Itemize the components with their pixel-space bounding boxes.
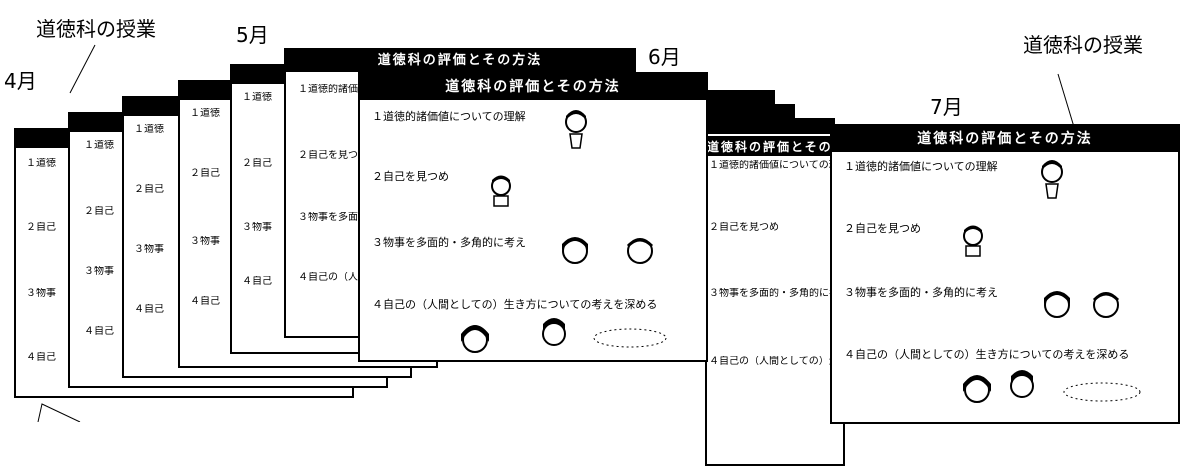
- card-item-1: １道徳: [84, 140, 114, 151]
- month-label-june: 6月: [648, 45, 681, 69]
- student-icon: [565, 110, 587, 149]
- card-july: 道徳科の評価とその方法 １道徳的諸価値についての理解 ２自己を見つめ ３物事を多…: [830, 124, 1180, 424]
- month-label-april: 4月: [4, 69, 37, 93]
- card-item-1: １道徳的諸価値についての理解: [844, 160, 998, 173]
- lesson-label-right: 道徳科の授業: [1023, 33, 1143, 57]
- student-icon: [963, 375, 991, 403]
- card-item-4: ４自己の（人間としての）生き方についての考えを深める: [372, 298, 658, 311]
- speech-bubble-icon: [593, 328, 667, 348]
- stack-card-june-front: 道徳科の評価とその方法 １道徳的諸価値についての理解 ２自己を見つめ ３物事を多…: [705, 136, 845, 466]
- card-item-2: ２自己を見つめ: [298, 150, 368, 161]
- card-item-3: ３物事: [242, 222, 272, 233]
- card-item-2: ２自己を見つめ: [844, 222, 921, 235]
- card-item-3: ３物事を多面的・多角的に考え: [709, 288, 845, 299]
- card-item-1: １道徳的諸価値についての理解: [709, 160, 845, 171]
- card-title: 道徳科の評価とその方法: [917, 131, 1093, 147]
- student-icon: [1010, 370, 1034, 398]
- card-june: 道徳科の評価とその方法 １道徳的諸価値についての理解 ２自己を見つめ ３物事を多…: [358, 72, 708, 362]
- student-icon: [542, 318, 566, 346]
- student-icon: [626, 238, 654, 264]
- student-icon: [461, 325, 489, 353]
- month-label-may: 5月: [236, 23, 269, 47]
- card-item-3: ３物事: [26, 288, 56, 299]
- card-item-4: ４自己: [84, 326, 114, 337]
- card-item-2: ２自己: [242, 158, 272, 169]
- student-icon: [1092, 292, 1120, 318]
- card-item-3: ３物事を多面的・多角的に考え: [844, 286, 998, 299]
- card-item-2: ２自己: [26, 222, 56, 233]
- card-item-1: １道徳的諸価値についての理解: [372, 110, 526, 123]
- card-item-2: ２自己を見つめ: [709, 222, 779, 233]
- card-item-4: ４自己: [134, 304, 164, 315]
- speech-bubble-icon: [1063, 382, 1141, 402]
- card-item-1: １道徳: [190, 108, 220, 119]
- card-item-3: ３物事を多面的・多角的に考え: [372, 236, 526, 249]
- student-icon: [963, 225, 983, 257]
- card-item-1: １道徳: [134, 124, 164, 135]
- card-item-3: ３物事: [134, 244, 164, 255]
- lesson-label-left: 道徳科の授業: [36, 17, 156, 41]
- card-item-2: ２自己: [134, 184, 164, 195]
- card-item-3: ３物事: [84, 266, 114, 277]
- callout-line-top-left: [69, 44, 96, 94]
- card-title: 道徳科の評価とその方法: [377, 53, 543, 68]
- callout-line-bottom-left: [37, 403, 81, 422]
- student-icon: [491, 175, 511, 207]
- card-title: 道徳科の評価とその方法: [445, 79, 621, 95]
- card-item-4: ４自己の（人間としての）生き方についての考えを深める: [844, 348, 1130, 361]
- card-item-4: ４自己: [242, 276, 272, 287]
- card-item-2: ２自己を見つめ: [372, 170, 449, 183]
- student-icon: [562, 237, 588, 264]
- card-item-1: １道徳: [242, 92, 272, 103]
- card-title: 道徳科の評価とその方法: [707, 140, 843, 154]
- card-item-2: ２自己: [84, 206, 114, 217]
- card-item-4: ４自己: [26, 352, 56, 363]
- card-item-2: ２自己: [190, 168, 220, 179]
- card-item-1: １道徳: [26, 158, 56, 169]
- month-label-july: 7月: [930, 95, 963, 119]
- card-item-4: ４自己: [190, 296, 220, 307]
- card-item-4: ４自己の（人間としての）生き方についての考えを深める: [709, 356, 843, 367]
- student-icon: [1044, 291, 1070, 318]
- card-item-3: ３物事: [190, 236, 220, 247]
- student-icon: [1041, 160, 1063, 199]
